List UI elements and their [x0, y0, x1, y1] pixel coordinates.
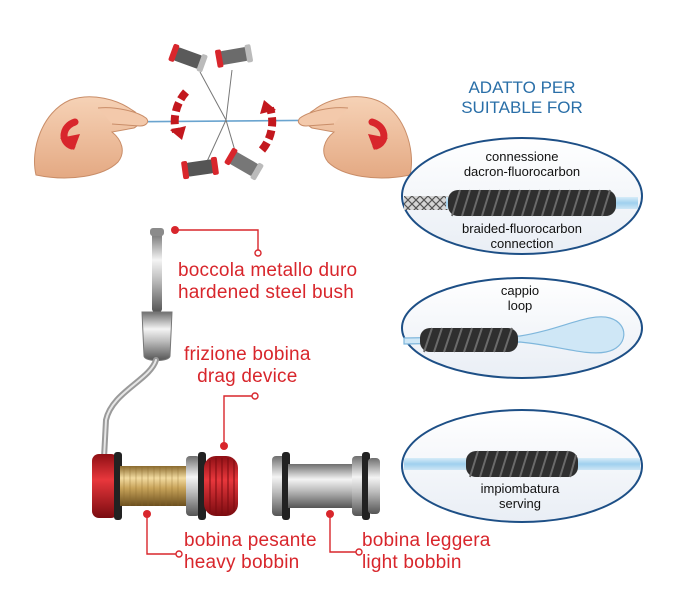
- callout-heavy-line-2: heavy bobbin: [184, 551, 300, 573]
- callout-ring-bush: [254, 249, 262, 257]
- oval-braided-connection: [401, 137, 643, 255]
- coil-icon: [448, 189, 616, 217]
- callout-leader-bush: [175, 229, 259, 250]
- callout-light-line-2: light bobbin: [362, 551, 462, 573]
- steel-bush-tube: [152, 232, 162, 312]
- callout-heavy-line-1: bobina pesante: [184, 530, 317, 551]
- callout-leader-drag: [223, 395, 252, 446]
- top-illustration: [34, 43, 412, 181]
- callout-ring-light: [355, 548, 363, 556]
- callout-ring-heavy: [175, 550, 183, 558]
- callout-drag-line-2: drag device: [197, 365, 298, 387]
- oval-1-top-text: connessione dacron-fluorocarbon: [430, 149, 614, 180]
- rotate-arrow-left-icon: [170, 89, 190, 133]
- callout-light-line-1: bobina leggera: [362, 530, 491, 551]
- oval-loop: [401, 277, 643, 379]
- drag-knob: [204, 456, 238, 516]
- right-hand-icon: [297, 96, 412, 179]
- spinning-bobbins: [168, 43, 277, 181]
- oval-2-top-line-2: loop: [507, 297, 533, 313]
- oval-1-top-line-2: dacron-fluorocarbon: [463, 163, 581, 179]
- callout-leaders: [143, 226, 363, 558]
- bobbin-holder: [101, 228, 173, 461]
- heavy-bobbin: [92, 452, 238, 520]
- callout-leader-heavy: [146, 514, 176, 555]
- coil-icon: [466, 450, 578, 478]
- oval-1-bottom-line-1: braided-fluorocarbon: [462, 221, 582, 236]
- oval-2-top-text: cappio loop: [460, 283, 580, 314]
- callout-leader-light: [329, 514, 356, 553]
- oval-3-bottom-line-2: serving: [499, 495, 541, 511]
- callout-drag-label: frizione bobina drag device: [184, 344, 311, 388]
- heading-line-2: SUITABLE FOR: [461, 97, 583, 117]
- oval-3-bottom-text: impiombatura serving: [450, 481, 590, 512]
- suitable-for-heading: ADATTO PER SUITABLE FOR: [432, 78, 612, 117]
- callout-drag-line-1: frizione bobina: [184, 344, 311, 365]
- callout-bush-line-1: boccola metallo duro: [178, 260, 358, 281]
- light-bobbin: [272, 452, 380, 520]
- oval-serving: [401, 409, 643, 523]
- callout-bush-label: boccola metallo duro hardened steel bush: [178, 260, 357, 304]
- oval-1-bottom-text: braided-fluorocarbon connection: [430, 221, 614, 252]
- oval-1-bottom-line-2: connection: [490, 235, 554, 251]
- loop-line-icon: [403, 316, 625, 354]
- braided-line-icon: [404, 196, 448, 210]
- heading-line-1: ADATTO PER: [468, 78, 576, 97]
- rotate-arrow-right-icon: [258, 106, 277, 153]
- left-hand-icon: [34, 96, 149, 179]
- callout-bush-line-2: hardened steel bush: [178, 281, 354, 303]
- oval-3-bottom-line-1: impiombatura: [480, 481, 560, 496]
- oval-2-top-line-1: cappio: [500, 283, 540, 298]
- coil-icon: [420, 327, 518, 353]
- oval-1-top-line-1: connessione: [485, 149, 559, 164]
- callout-heavy-label: bobina pesante heavy bobbin: [184, 530, 317, 574]
- callout-ring-drag: [251, 392, 259, 400]
- callout-light-label: bobina leggera light bobbin: [362, 530, 491, 574]
